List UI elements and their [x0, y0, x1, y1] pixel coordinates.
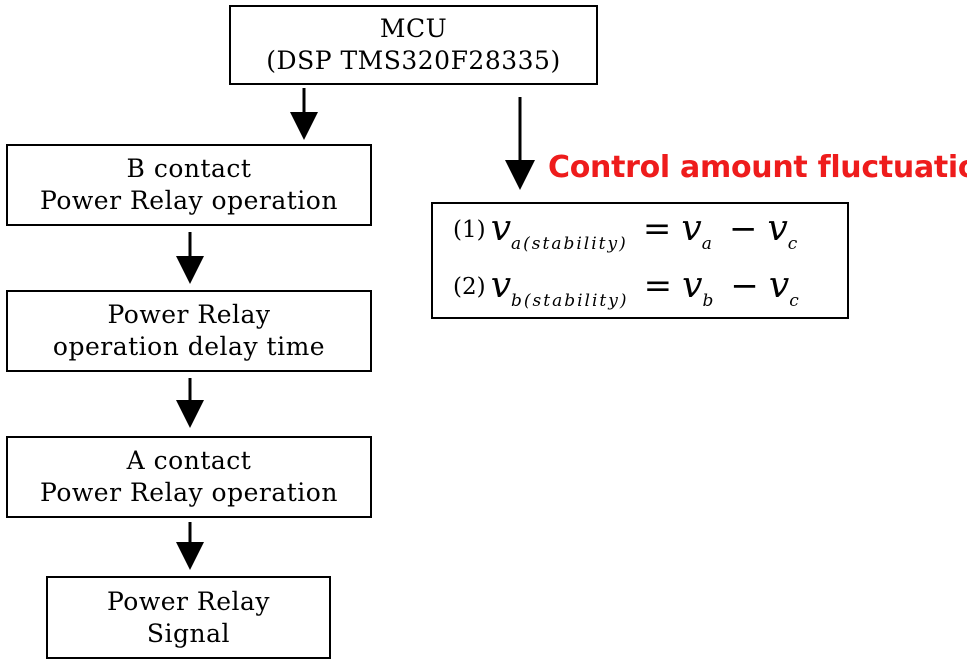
mcu-label: MCU — [379, 14, 448, 43]
b-contact-box: B contact Power Relay operation — [6, 144, 372, 226]
arrow-head-mcu-to-b-contact — [290, 112, 318, 140]
equation-1-equals: = — [642, 209, 672, 249]
delay-box: Power Relay operation delay time — [6, 290, 372, 372]
a-contact-label: A contact — [126, 446, 252, 475]
signal-label: Signal — [146, 618, 231, 648]
equation-1-rhs1-sub: a — [701, 234, 714, 254]
equation-1-rhs2-sub: c — [787, 234, 800, 254]
equation-2-rhs2: v — [768, 265, 790, 306]
delay-title-label: Power Relay — [107, 300, 271, 329]
a-contact-operation-label: Power Relay operation — [40, 478, 338, 507]
equation-2-minus: − — [730, 266, 759, 306]
mcu-model-label: (DSP TMS320F28335) — [266, 46, 561, 75]
b-contact-label: B contact — [126, 154, 252, 183]
a-contact-box: A contact Power Relay operation — [6, 436, 372, 518]
control-amount-fluctuation-title: Control amount fluctuation — [548, 150, 967, 185]
equation-2-rhs1-sub: b — [702, 291, 716, 311]
signal-box: Power Relay Signal — [46, 576, 331, 659]
arrow-head-a-to-signal — [176, 542, 204, 570]
equation-2-var: v — [490, 265, 512, 306]
equation-2-rhs2-sub: c — [789, 291, 801, 311]
equation-2: (2) vb(stability) =vb −vc — [453, 265, 801, 311]
equation-2-number: (2) — [453, 274, 486, 300]
arrow-head-b-to-delay — [176, 256, 204, 284]
delay-time-label: operation delay time — [52, 332, 326, 361]
equation-2-equals: = — [643, 266, 673, 306]
equation-1-rhs2: v — [767, 208, 788, 249]
equation-1-sub: a(stability) — [511, 234, 628, 254]
b-contact-operation-label: Power Relay operation — [40, 186, 338, 215]
equation-1-rhs1: v — [681, 208, 702, 249]
equation-2-sub: b(stability) — [511, 291, 629, 311]
mcu-box: MCU (DSP TMS320F28335) — [229, 5, 598, 85]
equation-box: (1) va(stability) =va −vc (2) vb(stabili… — [431, 202, 849, 319]
arrow-head-delay-to-a — [176, 400, 204, 428]
signal-title-label: Power Relay — [106, 586, 271, 616]
equation-1-minus: − — [728, 209, 758, 249]
arrow-head-mcu-to-equations — [505, 160, 535, 190]
equation-1-var: v — [490, 208, 512, 249]
equation-1-number: (1) — [453, 217, 486, 243]
equation-2-rhs1: v — [682, 265, 703, 306]
equation-1: (1) va(stability) =va −vc — [453, 208, 799, 254]
